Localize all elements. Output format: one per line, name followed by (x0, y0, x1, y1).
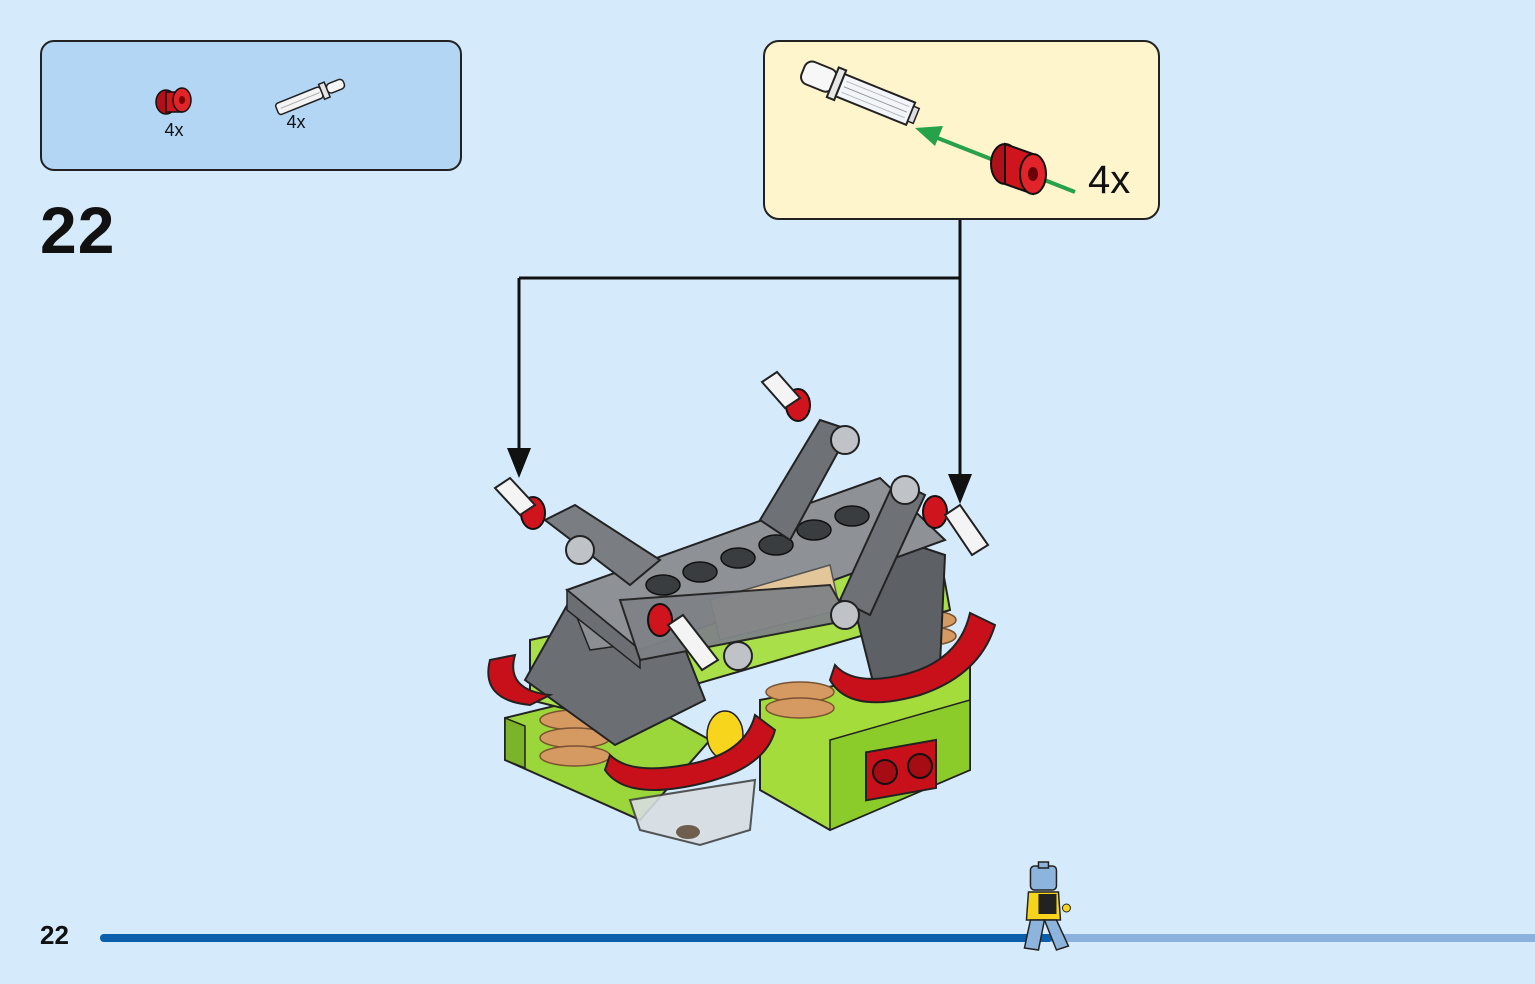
parts-item-white-axle-pin: 4x (266, 72, 356, 133)
connector-arrowhead-right (948, 474, 972, 504)
callout-connector-lines (517, 220, 962, 480)
parts-item-red-bush: 4x (150, 82, 198, 141)
callout-quantity: 4x (1088, 158, 1131, 202)
lego-model (487, 370, 997, 847)
white-axle-pin-icon (274, 78, 346, 116)
callout-illustration (800, 60, 1076, 196)
page-number: 22 (40, 920, 69, 950)
red-bush-icon (990, 142, 1047, 196)
red-bush-icon (155, 87, 192, 115)
connector-arrowhead-left (507, 448, 531, 478)
parts-item-quantity: 4x (164, 120, 184, 140)
white-axle-pin-icon (800, 60, 921, 127)
step-number: 22 (40, 193, 116, 267)
minifigure-progress-icon (1023, 861, 1071, 951)
sub-assembly-callout: 4x (763, 40, 1160, 220)
parts-list-box: 4x 4x (40, 40, 462, 171)
parts-item-quantity: 4x (286, 112, 306, 132)
